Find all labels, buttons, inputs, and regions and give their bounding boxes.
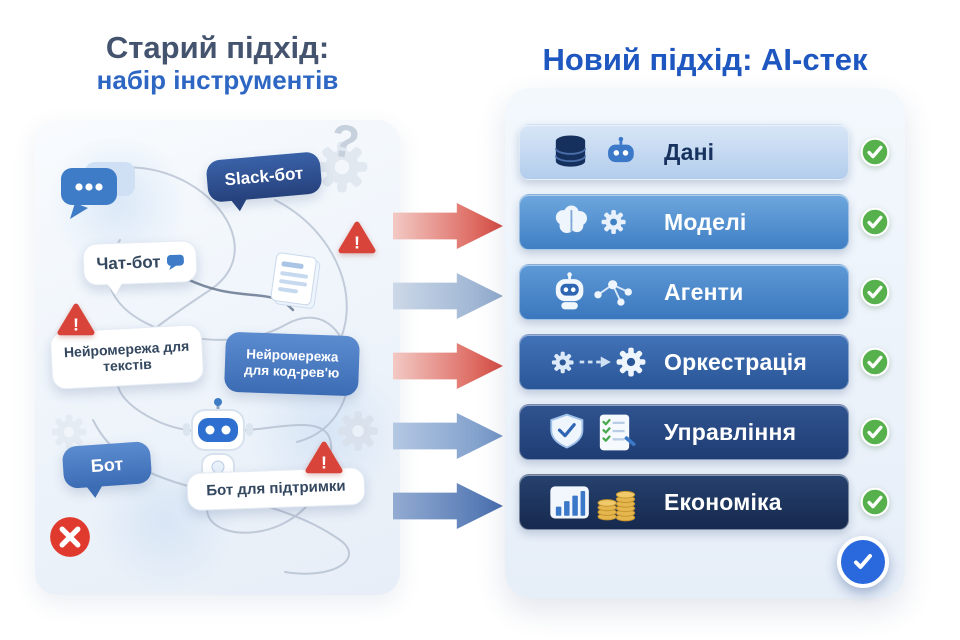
flow-arrow-red	[393, 203, 503, 249]
big-check-icon	[837, 536, 889, 588]
flow-arrow-blue	[393, 413, 503, 459]
bubble-slack-bot-label: Slack-бот	[223, 163, 305, 190]
old-approach-title: Старий підхід: набір інструментів	[30, 30, 405, 96]
robot-network-icon	[532, 270, 664, 314]
flow-arrow-dark	[393, 483, 503, 529]
stack-layer-orchestration: Оркестрація	[519, 334, 891, 390]
stack-layer-label: Моделі	[664, 208, 747, 235]
stack-layer-label: Економіка	[664, 488, 782, 515]
brain-gear-icon	[532, 200, 664, 244]
stack-layer-label: Дані	[664, 138, 715, 165]
old-approach-panel: ? Slack-бот Чат-бот Нейромережа для текс	[35, 113, 410, 595]
old-title-line1: Старий підхід:	[105, 30, 330, 65]
bubble-nn-code-label: Нейромережа для код-рев'ю	[243, 346, 340, 381]
stack-layer-data: Дані	[519, 124, 891, 180]
check-icon	[859, 276, 891, 308]
robot-mascot-icon	[180, 396, 256, 497]
stack-layer-label: Агенти	[664, 278, 744, 305]
chart-coins-icon	[532, 480, 664, 524]
new-approach-title: Новий підхід: AI-стек	[542, 42, 868, 77]
check-icon	[859, 136, 891, 168]
stack-layer-agents: Агенти	[519, 264, 891, 320]
svg-text:!: !	[73, 315, 79, 335]
bubble-bot-label: Бот	[90, 453, 124, 476]
flow-arrow-red	[393, 343, 503, 389]
stack-layer-models: Моделі	[519, 194, 891, 250]
warning-icon: !	[338, 220, 376, 256]
check-icon	[859, 486, 891, 518]
bubble-bot: Бот	[61, 440, 153, 490]
warning-icon: !	[57, 302, 95, 338]
stack-layer-economics: Економіка	[519, 474, 891, 530]
bubble-support-bot-label: Бот для підтримки	[206, 477, 346, 500]
old-title-line2: набір інструментів	[96, 64, 339, 95]
ai-stack-panel: Дані Моделі	[505, 88, 905, 598]
warning-icon: !	[305, 440, 343, 476]
stack-layer-label: Оркестрація	[664, 348, 807, 375]
svg-text:!: !	[354, 233, 360, 253]
shield-checklist-icon	[532, 410, 664, 454]
gears-flow-icon	[532, 340, 664, 384]
bubble-nn-code: Нейромережа для код-рев'ю	[223, 331, 361, 397]
svg-text:!: !	[321, 453, 327, 473]
bubble-chat-bot-label: Чат-бот	[96, 252, 161, 274]
stack-layer-governance: Управління	[519, 404, 891, 460]
check-icon	[859, 206, 891, 238]
bubble-nn-text-label: Нейромережа для текстів	[63, 337, 190, 375]
bubble-chat-bot: Чат-бот	[82, 240, 198, 286]
stack-layer-label: Управління	[664, 418, 797, 445]
check-icon	[859, 346, 891, 378]
database-robot-icon	[532, 130, 664, 174]
error-x-icon	[47, 514, 93, 565]
chat-bubbles-icon	[57, 158, 139, 231]
check-icon	[859, 416, 891, 448]
flow-arrow-steel	[393, 273, 503, 319]
document-icon	[259, 246, 330, 321]
mini-chat-icon	[166, 254, 184, 270]
